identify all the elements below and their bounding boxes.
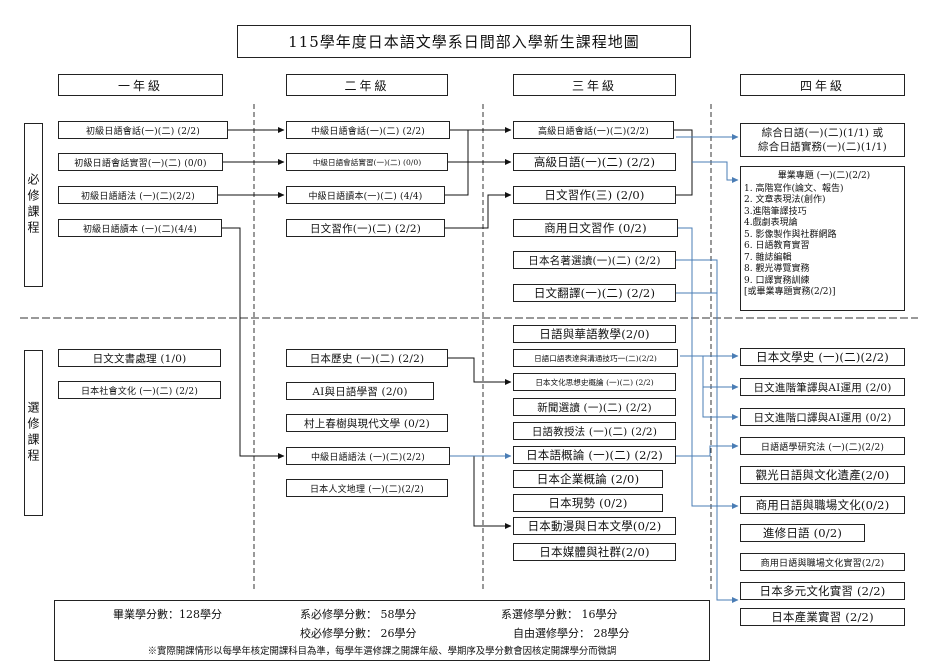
- course-y2-req-1: 中級日語會話(一)(二) (2/2): [286, 121, 450, 139]
- course-y3-elec-4: 新聞選讀 (一)(二) (2/2): [513, 398, 676, 416]
- course-y4-req-comprehensive-line1: 綜合日語(一)(二)(1/1) 或: [761, 127, 884, 139]
- header-year-2: 二年級: [286, 74, 448, 96]
- section-required: 必修課程: [24, 123, 43, 287]
- course-y1-elec-2: 日本社會文化 (一)(二) (2/2): [58, 381, 221, 399]
- course-y2-elec-3: 村上春樹與現代文學 (0/2): [286, 414, 448, 432]
- course-y3-elec-8: 日本現勢 (0/2): [513, 494, 663, 512]
- course-y2-req-2: 中級日語會話實習(一)(二) (0/0): [286, 153, 448, 171]
- graduation-project-list: 1. 高階寫作(論文、報告) 2. 文章表現法(創作) 3.進階筆譯技巧 4.戲…: [744, 184, 904, 299]
- section-elective: 選修課程: [24, 350, 43, 516]
- graduation-project-item: 1. 高階寫作(論文、報告): [744, 183, 844, 194]
- section-required-label: 必修課程: [26, 173, 40, 237]
- credits-summary: 畢業學分數：128學分 系必修學分數： 58學分 系選修學分數： 16學分 校必…: [54, 600, 710, 661]
- school-required-credits: 校必修學分數： 26學分: [300, 627, 417, 640]
- course-y1-req-4: 初級日語讀本 (一)(二)(4/4): [58, 219, 222, 237]
- course-y2-elec-4: 中級日語語法 (一)(二)(2/2): [286, 447, 450, 465]
- course-y4-elec-9: 日本多元文化實習 (2/2): [740, 582, 905, 600]
- header-year-3: 三年級: [513, 74, 676, 96]
- course-y4-elec-10: 日本產業實習 (2/2): [740, 608, 905, 626]
- graduation-project-item: 5. 影像製作與社群網路: [744, 229, 837, 240]
- graduation-project-item: 4.戲劇表現論: [744, 218, 798, 228]
- credits-note: ※實際開課情形以每學年核定開課科目為準，每學年選修課之開課年級、學期序及學分數會…: [147, 646, 617, 657]
- course-y1-req-3: 初級日語語法 (一)(二)(2/2): [58, 186, 218, 204]
- course-y3-elec-10: 日本媒體與社群(2/0): [513, 543, 676, 561]
- course-y3-req-4: 商用日文習作 (0/2): [513, 219, 678, 237]
- course-y3-req-1: 高級日語會話(一)(二)(2/2): [513, 121, 674, 139]
- course-y3-elec-7: 日本企業概論 (2/0): [513, 470, 663, 488]
- graduation-project-item: 3.進階筆譯技巧: [744, 206, 807, 217]
- course-y3-req-5: 日本名著選讀(一)(二) (2/2): [513, 251, 676, 269]
- course-y2-elec-1: 日本歷史 (一)(二) (2/2): [286, 349, 448, 367]
- course-y2-elec-2: AI與日語學習 (2/0): [286, 382, 434, 400]
- graduation-project-item: 8. 觀光導覽實務: [744, 264, 810, 274]
- header-year-1: 一年級: [58, 74, 223, 96]
- course-y3-req-3: 日文習作(三) (2/0): [513, 186, 676, 204]
- graduation-project-item: 9. 口譯實務訓練: [744, 275, 810, 286]
- course-y4-elec-5: 觀光日語與文化遺產(2/0): [740, 466, 905, 484]
- course-y3-elec-9: 日本動漫與日本文學(0/2): [513, 517, 676, 535]
- course-y3-req-2: 高級日語(一)(二) (2/2): [513, 153, 676, 171]
- dept-required-credits: 系必修學分數： 58學分: [300, 608, 417, 621]
- graduation-project-item: 2. 文章表現法(創作): [744, 195, 826, 205]
- course-y2-req-3: 中級日語讀本(一)(二) (4/4): [286, 186, 445, 204]
- header-year-4: 四年級: [740, 74, 905, 96]
- year-dividers: [253, 104, 712, 590]
- graduation-project-item: 6. 日語教育實習: [744, 241, 810, 251]
- course-y2-elec-5: 日本人文地理 (一)(二)(2/2): [286, 479, 448, 497]
- dept-elective-credits: 系選修學分數： 16學分: [501, 608, 618, 621]
- course-y3-elec-3: 日本文化思想史概論 (一)(二) (2/2): [513, 373, 676, 391]
- course-y1-req-1: 初級日語會話(一)(二) (2/2): [58, 121, 228, 139]
- course-y1-elec-1: 日文文書處理 (1/0): [58, 349, 221, 367]
- graduation-project-item: 7. 雜誌編輯: [744, 252, 792, 263]
- course-y3-elec-2: 日語口語表達與溝通技巧一(二)(2/2): [513, 349, 678, 367]
- free-elective-credits: 自由選修學分： 28學分: [513, 627, 630, 640]
- course-y3-req-6: 日文翻譯(一)(二) (2/2): [513, 284, 676, 302]
- course-y4-req-comprehensive-line2: 綜合日語實務(一)(二)(1/1): [758, 141, 887, 153]
- course-y4-graduation-project: 畢業專題 (一)(二)(2/2) 1. 高階寫作(論文、報告) 2. 文章表現法…: [740, 166, 905, 311]
- graduation-project-item: [或畢業專題實務(2/2)]: [744, 287, 836, 297]
- graduation-credits: 畢業學分數：128學分: [113, 608, 222, 621]
- course-y4-elec-4: 日語語學研究法 (一)(二)(2/2): [740, 437, 905, 455]
- graduation-project-title: 畢業專題 (一)(二)(2/2): [777, 171, 871, 181]
- course-y4-elec-7: 進修日語 (0/2): [740, 524, 865, 542]
- course-y2-req-4: 日文習作(一)(二) (2/2): [286, 219, 445, 237]
- section-elective-label: 選修課程: [26, 401, 40, 465]
- course-y4-elec-6: 商用日語與職場文化(0/2): [740, 496, 905, 514]
- page-title: 115學年度日本語文學系日間部入學新生課程地圖: [237, 25, 691, 58]
- course-y4-elec-8: 商用日語與職場文化實習(2/2): [740, 553, 905, 571]
- course-y3-elec-5: 日語教授法 (一)(二) (2/2): [513, 422, 676, 440]
- course-y1-req-2: 初級日語會話實習(一)(二) (0/0): [58, 153, 223, 171]
- course-y4-elec-3: 日文進階口譯與AI運用 (0/2): [740, 408, 905, 426]
- course-y3-elec-1: 日語與華語教學(2/0): [513, 325, 676, 343]
- course-y3-elec-6: 日本語概論 (一)(二) (2/2): [513, 446, 676, 464]
- course-y4-req-comprehensive: 綜合日語(一)(二)(1/1) 或 綜合日語實務(一)(二)(1/1): [740, 123, 905, 157]
- course-y4-elec-2: 日文進階筆譯與AI運用 (2/0): [740, 378, 905, 396]
- course-y4-elec-1: 日本文學史 (一)(二)(2/2): [740, 348, 905, 366]
